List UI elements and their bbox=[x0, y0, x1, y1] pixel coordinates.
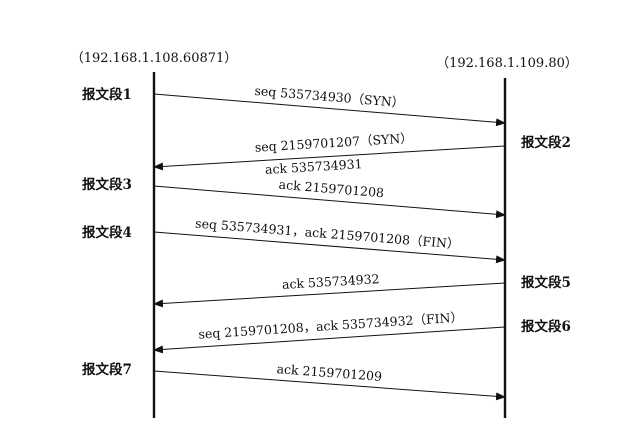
message-arrow bbox=[153, 185, 506, 219]
segment-label: 报文段4 bbox=[82, 224, 132, 241]
message-label: ack 2159701208 bbox=[278, 177, 384, 201]
message-arrow bbox=[153, 282, 506, 308]
segment-label: 报文段2 bbox=[521, 134, 571, 151]
message-arrow bbox=[153, 370, 506, 401]
segment-label: 报文段3 bbox=[82, 176, 132, 193]
message-label: seq 2159701208，ack 535734932（FIN） bbox=[198, 309, 463, 341]
message-arrow bbox=[153, 145, 506, 171]
message-arrow bbox=[153, 93, 506, 127]
message-label: seq 535734930（SYN） bbox=[254, 83, 405, 110]
left-host-label: （192.168.1.108.60871） bbox=[71, 51, 238, 66]
message-label: seq 2159701207（SYN） bbox=[254, 130, 413, 154]
segment-label: 报文段7 bbox=[82, 361, 132, 378]
segment-label: 报文段5 bbox=[521, 274, 571, 291]
message-label: ack 2159701209 bbox=[276, 361, 382, 384]
right-host-label: （192.168.1.109.80） bbox=[436, 56, 578, 71]
message-sublabel: ack 535734931 bbox=[265, 156, 363, 177]
message-group: 报文段1 seq 535734930（SYN） 报文段2 seq 2159701207… bbox=[82, 83, 571, 401]
segment-label: 报文段6 bbox=[521, 318, 571, 335]
message-arrow bbox=[153, 326, 506, 354]
segment-label: 报文段1 bbox=[82, 86, 132, 103]
message-arrow bbox=[153, 231, 506, 264]
message-label: ack 535734932 bbox=[282, 271, 380, 292]
